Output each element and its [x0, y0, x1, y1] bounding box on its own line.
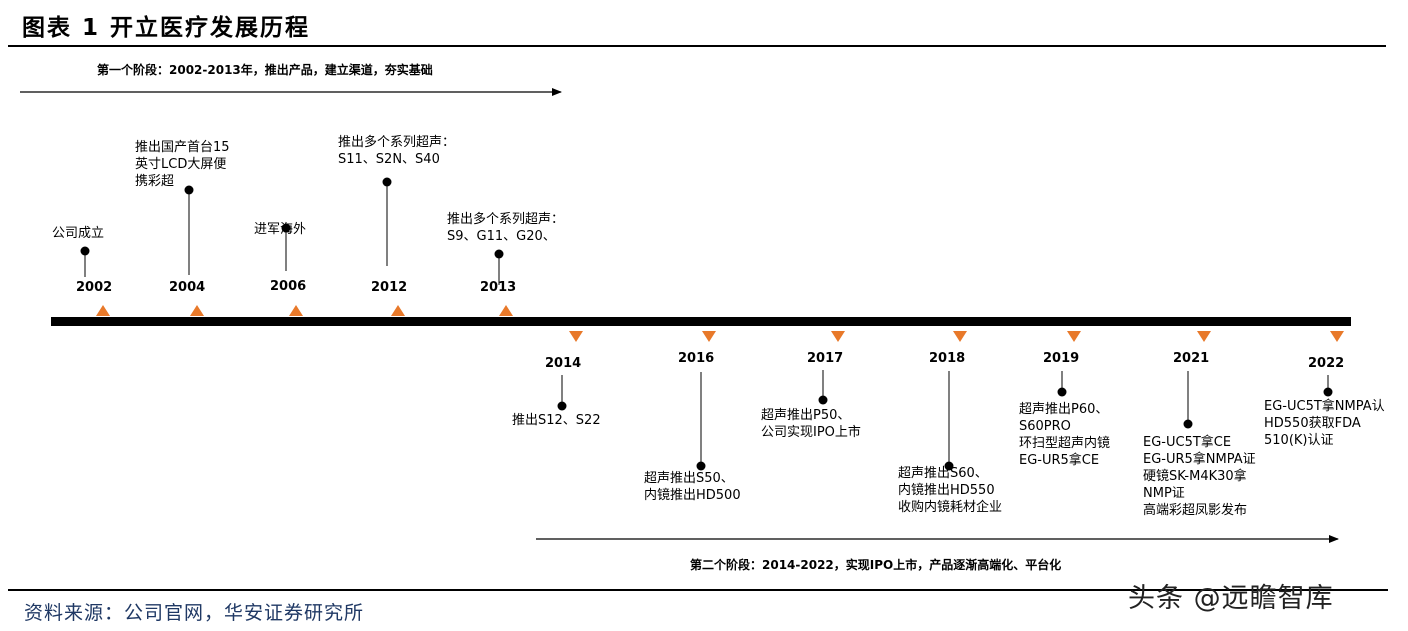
figure-title: 图表 1 开立医疗发展历程: [22, 15, 311, 41]
year-label-2018: 2018: [929, 351, 966, 366]
milestone-text-2014: 推出S12、S22: [512, 413, 601, 428]
milestone-dot-2004: [184, 185, 194, 195]
milestone-text-2019: 超声推出P60、 S60PRO 环扫型超声内镜 EG-UR5拿CE: [1019, 402, 1111, 468]
year-label-2012: 2012: [371, 280, 408, 295]
milestone-dot-2021: [1183, 419, 1193, 429]
watermark: 头条 @远瞻智库: [1128, 583, 1334, 614]
year-label-2022: 2022: [1308, 356, 1345, 371]
milestone-text-2018: 超声推出S60、 内镜推出HD550 收购内镜耗材企业: [898, 466, 1003, 515]
milestone-dot-2002: [80, 246, 90, 256]
milestone-text-2022: EG-UC5T拿NMPA认 HD550获取FDA 510(K)认证: [1264, 399, 1385, 448]
timeline-axis: [51, 317, 1351, 326]
marker-triangle-down-2018: [953, 331, 967, 342]
year-label-2017: 2017: [807, 351, 844, 366]
milestone-text-2004: 推出国产首台15 英寸LCD大屏便 携彩超: [135, 140, 230, 189]
milestone-dot-2022: [1323, 387, 1333, 397]
year-label-2016: 2016: [678, 351, 715, 366]
milestone-dot-2006: [281, 223, 291, 233]
year-label-2014: 2014: [545, 356, 582, 371]
year-label-2002: 2002: [76, 280, 113, 295]
milestone-dot-2016: [696, 461, 706, 471]
milestone-text-2017: 超声推出P50、 公司实现IPO上市: [761, 408, 861, 440]
milestone-text-2002: 公司成立: [52, 226, 105, 241]
milestone-dot-2012: [382, 177, 392, 187]
milestone-text-2013: 推出多个系列超声： S9、G11、G20、: [447, 212, 565, 244]
phase1-label: 第一个阶段：2002-2013年，推出产品，建立渠道，夯实基础: [97, 63, 433, 77]
marker-triangle-up-2013: [499, 305, 513, 316]
source-note: 资料来源：公司官网，华安证券研究所: [24, 602, 365, 624]
footer-rule: [8, 589, 1388, 591]
marker-triangle-up-2012: [391, 305, 405, 316]
marker-triangle-down-2019: [1067, 331, 1081, 342]
marker-triangle-down-2016: [702, 331, 716, 342]
year-label-2021: 2021: [1173, 351, 1210, 366]
milestone-text-2021: EG-UC5T拿CE EG-UR5拿NMPA证 硬镜SK-M4K30拿 NMP证…: [1143, 435, 1256, 518]
marker-triangle-up-2004: [190, 305, 204, 316]
marker-triangle-down-2022: [1330, 331, 1344, 342]
title-rule: [8, 45, 1386, 47]
milestone-dot-2019: [1057, 387, 1067, 397]
year-label-2019: 2019: [1043, 351, 1080, 366]
phase2-label: 第二个阶段：2014-2022，实现IPO上市，产品逐渐高端化、平台化: [690, 558, 1062, 572]
marker-triangle-down-2021: [1197, 331, 1211, 342]
year-label-2004: 2004: [169, 280, 206, 295]
milestone-dot-2018: [944, 461, 954, 471]
milestone-dot-2014: [557, 401, 567, 411]
marker-triangle-down-2017: [831, 331, 845, 342]
marker-triangle-up-2002: [96, 305, 110, 316]
milestone-text-2016: 超声推出S50、 内镜推出HD500: [644, 471, 741, 503]
year-label-2013: 2013: [480, 280, 517, 295]
milestone-text-2006: 进军海外: [254, 222, 307, 237]
year-label-2006: 2006: [270, 279, 307, 294]
marker-triangle-up-2006: [289, 305, 303, 316]
milestone-dot-2013: [494, 249, 504, 259]
milestone-text-2012: 推出多个系列超声： S11、S2N、S40: [338, 135, 456, 167]
marker-triangle-down-2014: [569, 331, 583, 342]
milestone-dot-2017: [818, 395, 828, 405]
